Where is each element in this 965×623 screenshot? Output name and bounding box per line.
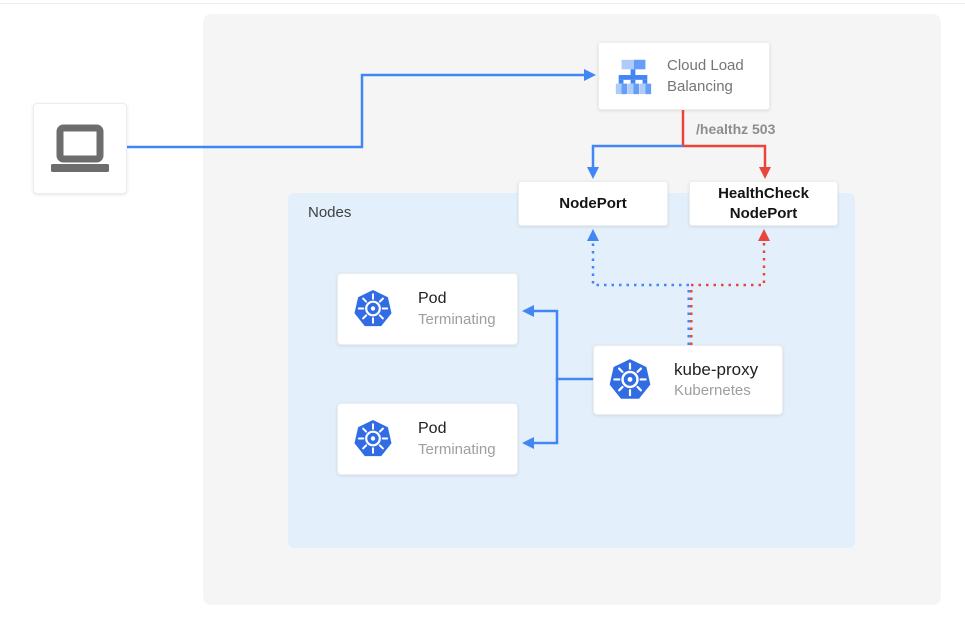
kube-proxy-title: kube-proxy [674, 360, 759, 379]
cloud-load-balancing-icon [612, 55, 654, 97]
healthcheck-nodeport-label: HealthCheck NodePort [718, 184, 809, 222]
pod-node-1: Pod Terminating [337, 273, 518, 345]
nodeport-node: NodePort [518, 181, 668, 226]
kubernetes-icon [353, 419, 393, 459]
pod-node-2: Pod Terminating [337, 403, 518, 475]
pod-title: Pod [418, 290, 447, 307]
top-divider [0, 3, 965, 4]
nodes-group-label: Nodes [308, 204, 352, 221]
pod-status: Terminating [418, 441, 496, 458]
healthcheck-nodeport-node: HealthCheck NodePort [689, 181, 838, 226]
cloud-load-balancing-label: Cloud Load Balancing [667, 57, 744, 95]
kube-proxy-subtitle: Kubernetes [674, 382, 751, 399]
laptop-icon [49, 123, 111, 175]
nodeport-label: NodePort [559, 194, 627, 212]
kubernetes-icon [353, 289, 393, 329]
pod-title: Pod [418, 420, 447, 437]
kube-proxy-node: kube-proxy Kubernetes [593, 345, 783, 415]
healthz-status-label: /healthz 503 [696, 121, 776, 137]
cloud-load-balancing-node: Cloud Load Balancing [598, 42, 770, 110]
client-node [33, 103, 127, 194]
pod-status: Terminating [418, 311, 496, 328]
kubernetes-icon [608, 358, 652, 402]
